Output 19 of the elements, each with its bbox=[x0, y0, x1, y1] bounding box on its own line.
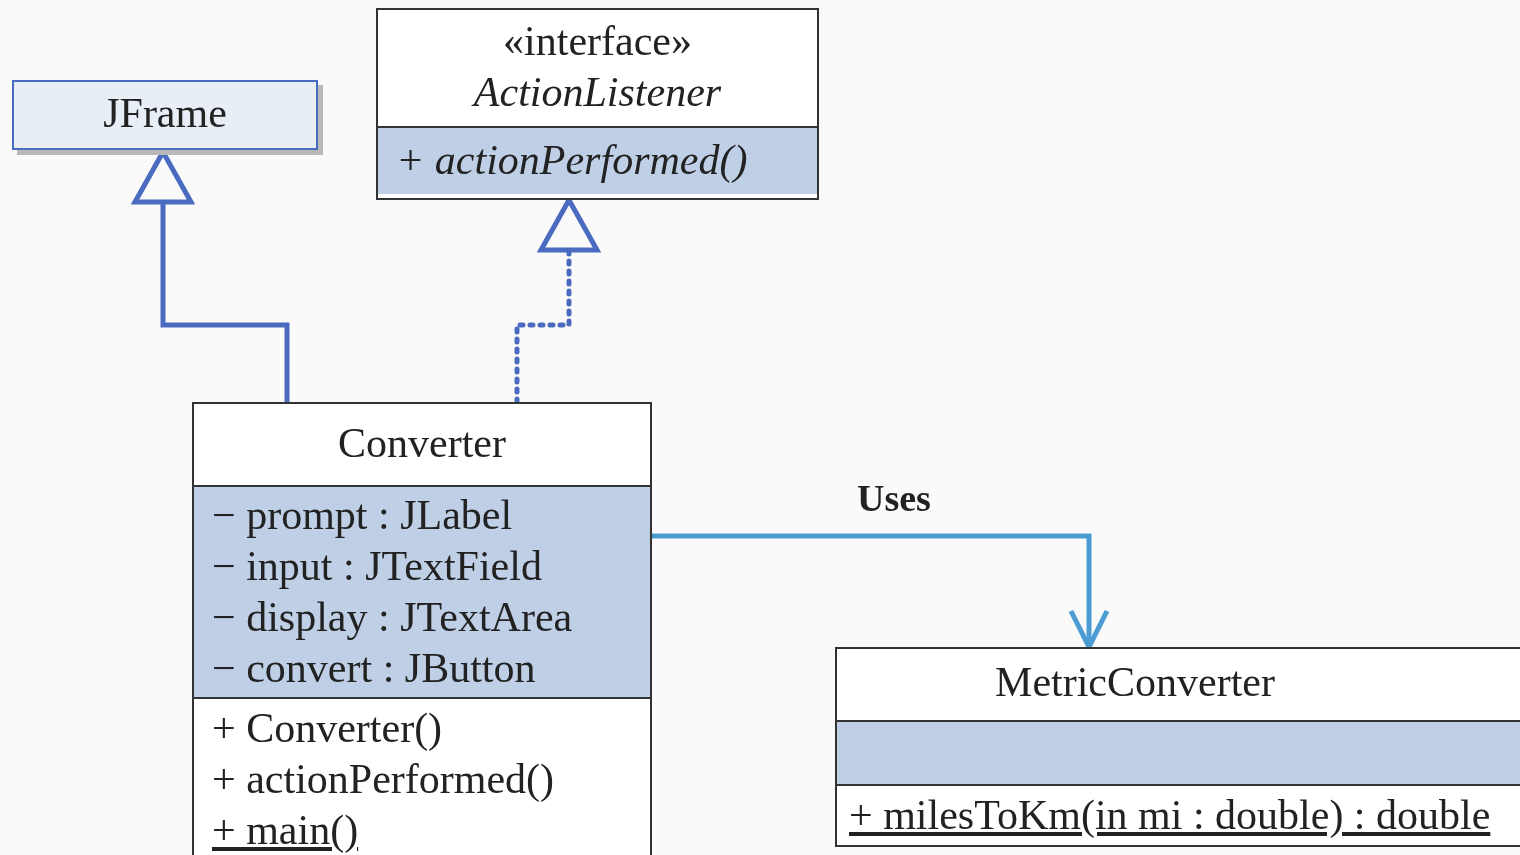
method-text: + milesToKm(in mi : double) : double bbox=[849, 791, 1491, 840]
method-text: + Converter() bbox=[212, 704, 443, 753]
class-box bbox=[835, 647, 1520, 847]
stereotype-text: «interface» bbox=[502, 17, 693, 66]
class-name: JFrame bbox=[102, 89, 228, 138]
method-text: + actionPerformed() bbox=[396, 136, 748, 185]
class-name: MetricConverter bbox=[994, 658, 1276, 707]
attribute-text: − convert : JButton bbox=[212, 644, 536, 693]
method-text: + main() bbox=[212, 806, 359, 855]
class-box bbox=[192, 402, 652, 855]
class-name: Converter bbox=[337, 419, 507, 468]
attribute-text: − display : JTextArea bbox=[212, 593, 573, 642]
attribute-text: − input : JTextField bbox=[212, 542, 542, 591]
class-name: ActionListener bbox=[470, 68, 723, 117]
interface-box bbox=[376, 8, 819, 200]
association-arrow bbox=[652, 533, 1110, 650]
edge-label: Uses bbox=[857, 476, 931, 520]
attribute-text: − prompt : JLabel bbox=[212, 491, 513, 540]
method-text: + actionPerformed() bbox=[212, 755, 555, 804]
